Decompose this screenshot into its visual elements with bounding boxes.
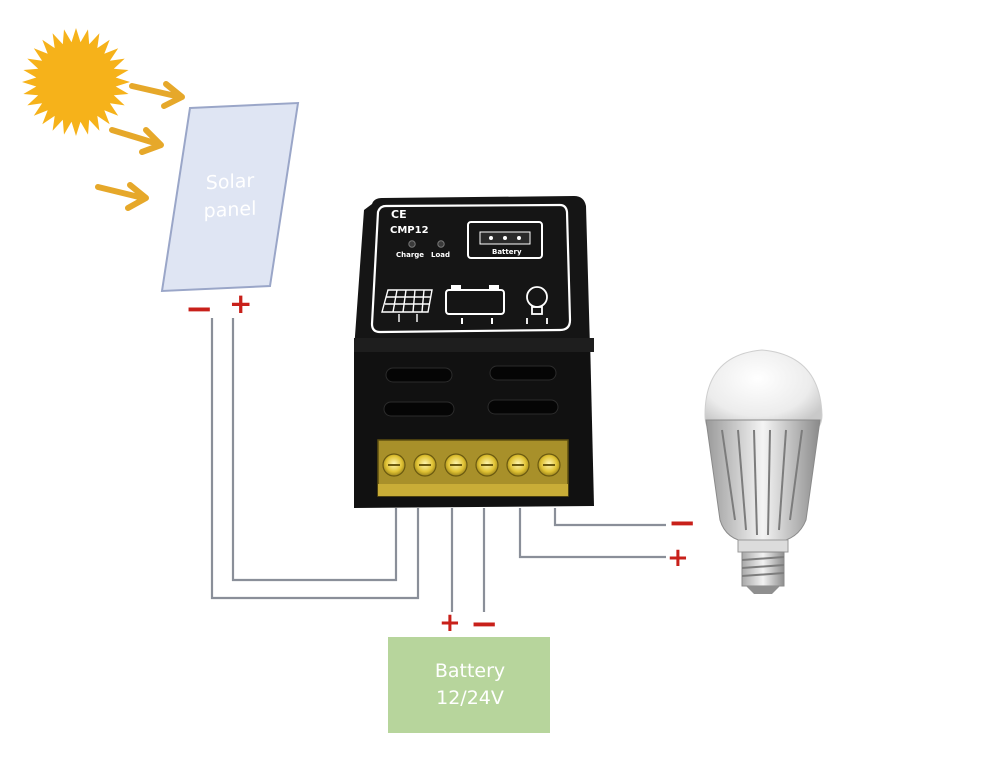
battery-label-line1: Battery: [434, 660, 506, 682]
wire-panel-positive: [231, 318, 398, 582]
load-led-label: Load: [431, 251, 451, 259]
terminal-screw: [413, 453, 437, 477]
battery-icon: [445, 285, 505, 324]
ce-mark: CE: [391, 208, 407, 221]
controller-model: CMP12: [390, 225, 429, 236]
sun-icon: [22, 28, 130, 136]
battery-positive-sign: +: [439, 608, 461, 638]
charge-controller: [354, 196, 594, 508]
solar-panel: [160, 101, 300, 293]
wire-load-negative: [553, 508, 666, 527]
terminal-screw: [444, 453, 468, 477]
battery-meter-label: Battery: [492, 248, 522, 256]
vent-slots: [383, 365, 559, 417]
sunlight-arrow-icon: [95, 182, 149, 211]
battery-meter: [467, 221, 543, 259]
battery-negative-sign: −: [470, 604, 499, 644]
sunlight-arrow-icon: [129, 81, 185, 109]
terminal-screw: [475, 453, 499, 477]
sunlight-arrows: [95, 81, 185, 211]
charge-led: [408, 240, 416, 248]
terminal-screw: [506, 453, 530, 477]
wire-load-positive: [518, 508, 666, 559]
charge-led-label: Charge: [396, 251, 425, 259]
wire-panel-negative: [210, 318, 420, 600]
wiring: [210, 318, 666, 612]
panel-negative-sign: −: [185, 289, 214, 329]
lamp-icon: [526, 286, 548, 324]
terminal-screw: [382, 453, 406, 477]
battery-box: [388, 637, 550, 733]
battery-label-line2: 12/24V: [436, 687, 504, 709]
load-positive-sign: +: [667, 543, 689, 573]
solar-panel-label-line2: panel: [203, 197, 257, 223]
sunlight-arrow-icon: [109, 127, 164, 155]
terminal-screw: [537, 453, 561, 477]
light-bulb: [704, 349, 823, 594]
panel-positive-sign: +: [229, 287, 253, 320]
battery-label: Battery 12/24V: [392, 658, 548, 712]
load-negative-sign: −: [668, 503, 697, 543]
solar-panel-label: Solar panel: [175, 165, 285, 227]
solar-panel-icon: [381, 289, 433, 322]
load-led: [437, 240, 445, 248]
